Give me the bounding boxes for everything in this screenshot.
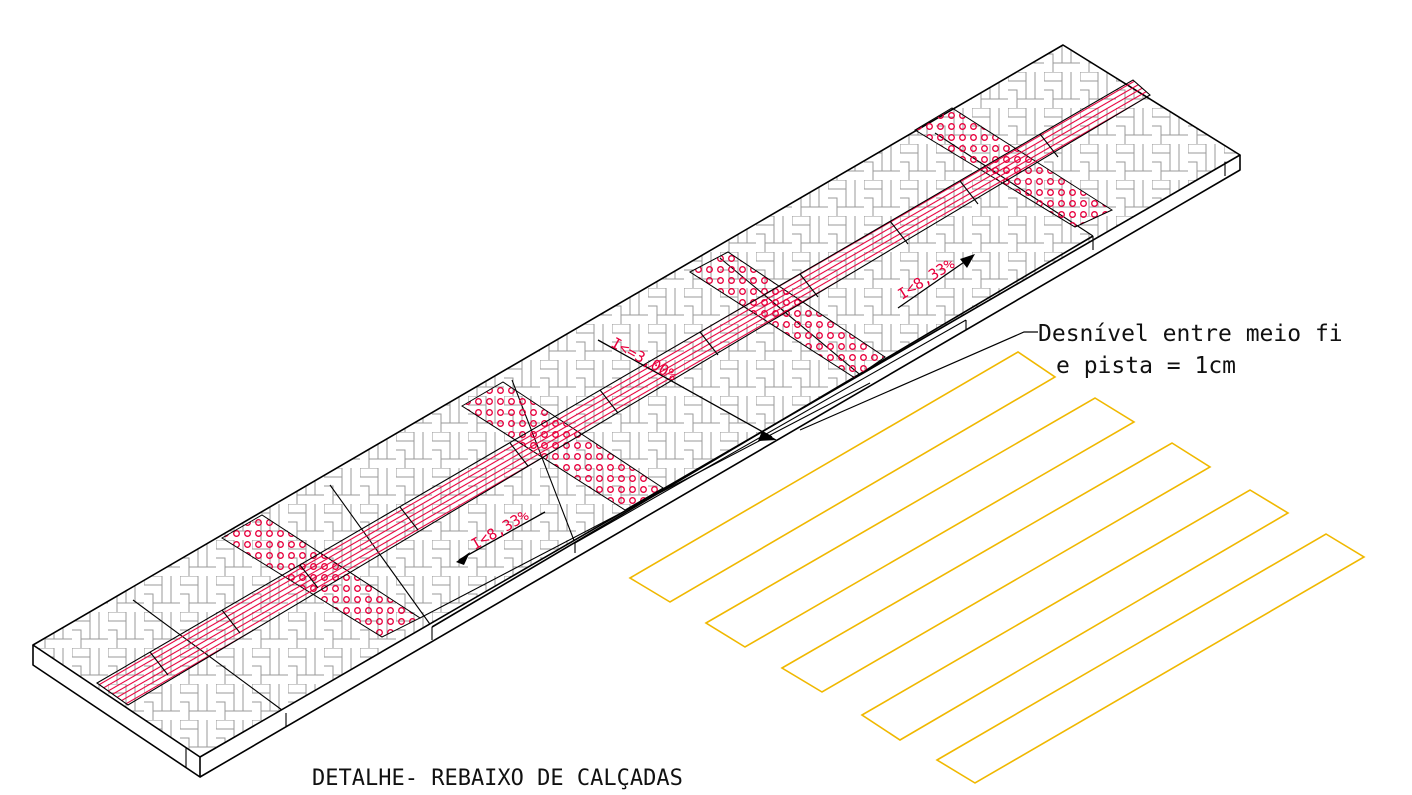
left-edge-face bbox=[32, 645, 201, 778]
crosswalk-stripe-4 bbox=[860, 489, 1290, 741]
drawing-title: DETALHE- REBAIXO DE CALÇADAS bbox=[312, 766, 683, 791]
annotation-level-difference-line2: e pista = 1cm bbox=[1056, 353, 1236, 379]
sidewalk-slab bbox=[32, 44, 1241, 778]
directional-strip bbox=[95, 79, 1151, 706]
tactile-directional-strip bbox=[95, 79, 1151, 706]
crosswalk-stripe-5 bbox=[935, 533, 1366, 784]
crosswalk-stripes bbox=[628, 351, 1366, 784]
warning-band-3 bbox=[689, 251, 886, 379]
annotation-leader bbox=[799, 331, 1038, 431]
crosswalk-stripe-3 bbox=[780, 442, 1212, 693]
front-curb-face bbox=[199, 155, 1241, 778]
crosswalk-stripe-2 bbox=[704, 397, 1136, 648]
crosswalk-stripe-1 bbox=[628, 351, 1057, 603]
annotation-level-difference-line1: Desnível entre meio fi bbox=[1038, 321, 1343, 347]
